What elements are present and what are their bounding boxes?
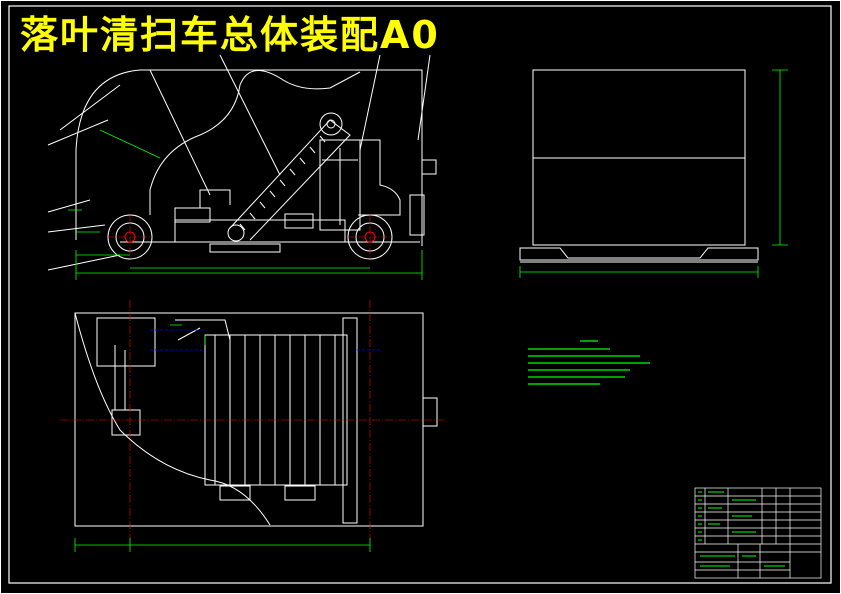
title-block-frame	[694, 487, 822, 579]
side-view-centerlines	[108, 215, 392, 259]
plan-view-rear-lug	[422, 397, 438, 427]
side-view-actuator	[199, 189, 231, 208]
title-block	[694, 487, 822, 579]
plan-view-brush-ribs	[214, 335, 336, 485]
side-view-wheel-centerlines	[108, 215, 392, 259]
side-view	[47, 54, 437, 271]
plan-view-dimensions	[74, 324, 371, 552]
side-view-gearbox	[284, 213, 314, 229]
side-view-skirt	[209, 243, 281, 253]
side-view-rear-lug	[421, 159, 437, 175]
end-view-dimensions	[519, 69, 788, 278]
plan-view-vertical-centerlines	[129, 300, 371, 540]
plan-view-centerlines	[60, 300, 445, 540]
side-view-conveyor	[229, 119, 351, 241]
end-view-base	[519, 247, 759, 261]
side-view-rear-bracket	[409, 194, 425, 236]
plan-view-outline	[74, 312, 424, 527]
plan-view-motor-box	[96, 317, 156, 367]
end-view	[519, 69, 759, 263]
side-view-top-sprocket-hub	[326, 119, 336, 129]
title-block-grid	[695, 544, 821, 578]
side-view-top-sprocket	[319, 112, 343, 136]
plan-view-dim-lines	[74, 538, 371, 552]
side-view-support-frame	[319, 139, 361, 231]
side-view-conveyor-slats	[239, 135, 326, 231]
side-view-small-dims	[68, 209, 100, 233]
parts-list-index-marks	[698, 491, 702, 541]
side-view-dim-lines	[75, 250, 423, 280]
plan-view-wheel-right	[284, 485, 316, 501]
side-view-dimensions	[68, 129, 423, 280]
plan-view-brush-drum	[204, 334, 348, 486]
plan-view	[74, 312, 438, 527]
end-view-dim-lines	[519, 69, 788, 278]
plan-view-bracket	[111, 409, 141, 436]
side-view-bottom-sprocket	[227, 224, 245, 242]
parts-list-columns	[704, 488, 791, 544]
plan-view-hidden	[150, 329, 380, 351]
sheet-inner-border	[8, 5, 832, 584]
side-view-callout-leaders	[47, 119, 121, 271]
plan-view-detail-dims	[170, 324, 206, 345]
side-view-chassis	[174, 219, 346, 243]
plan-view-wheel-left	[219, 485, 251, 501]
side-view-cover-curve	[149, 70, 361, 191]
parts-list-rows	[695, 495, 821, 545]
parts-list-name-marks	[708, 491, 756, 533]
plan-view-side-plate	[342, 317, 358, 524]
side-view-motor	[174, 207, 211, 223]
plan-view-shaft	[114, 345, 126, 410]
drawing-title: 落叶清扫车总体装配A0	[20, 13, 440, 57]
title-block-name-marks	[700, 555, 785, 567]
side-view-body-outline	[75, 69, 423, 246]
plan-view-hidden-lines	[150, 329, 380, 351]
technical-notes	[528, 340, 650, 385]
side-view-support-struts	[322, 148, 358, 225]
side-view-angle-dim	[99, 129, 161, 159]
side-view-leader-lines	[59, 54, 431, 196]
plan-view-cover-curve	[74, 312, 271, 526]
title-block-text-marks	[698, 491, 785, 567]
side-view-hopper	[355, 139, 401, 216]
